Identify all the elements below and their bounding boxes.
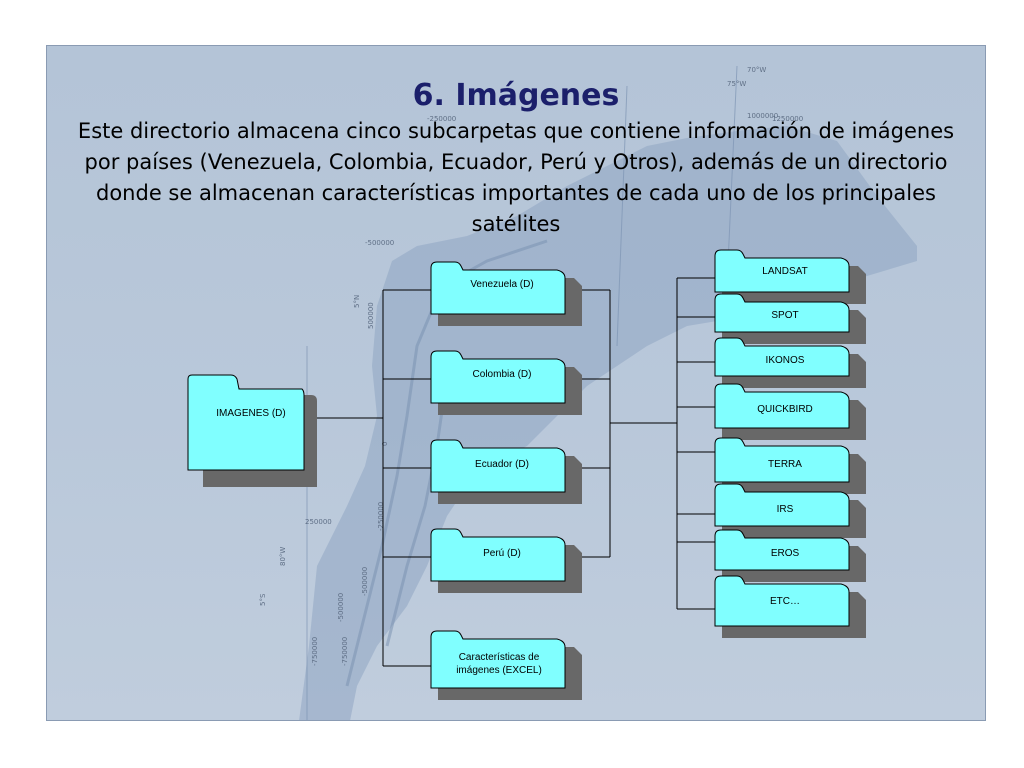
folder-landsat-label: LANDSAT xyxy=(762,266,807,277)
map-label: 5°S xyxy=(259,593,267,606)
map-label: -500000 xyxy=(337,593,345,622)
folder-landsat[interactable]: LANDSAT xyxy=(714,249,866,304)
folder-irs[interactable]: IRS xyxy=(714,483,866,538)
folder-imagenes[interactable]: IMAGENES (D) xyxy=(187,374,317,487)
folder-colombia-label: Colombia (D) xyxy=(473,369,532,380)
folder-eros-label: EROS xyxy=(771,548,800,559)
folder-ecuador[interactable]: Ecuador (D) xyxy=(430,439,582,504)
map-label: 5°N xyxy=(353,295,361,308)
map-label: 500000 xyxy=(367,302,375,329)
folder-caracteristicas-label-line1: Características de xyxy=(459,652,540,663)
folder-imagenes-label: IMAGENES (D) xyxy=(216,408,285,419)
folder-venezuela[interactable]: Venezuela (D) xyxy=(430,261,582,326)
folder-spot[interactable]: SPOT xyxy=(714,293,866,344)
map-ridges xyxy=(345,239,548,687)
map-label: 80°W xyxy=(279,547,287,566)
folder-peru-label: Perú (D) xyxy=(483,548,521,559)
map-label: 0 xyxy=(381,442,389,446)
folder-etc-label: ETC… xyxy=(770,596,800,607)
folder-venezuela-label: Venezuela (D) xyxy=(470,279,533,290)
folder-spot-label: SPOT xyxy=(771,310,798,321)
folder-ecuador-label: Ecuador (D) xyxy=(475,459,529,470)
folder-etc[interactable]: ETC… xyxy=(714,575,866,638)
map-label: 1000000 xyxy=(747,112,778,120)
map-label: 250000 xyxy=(305,518,332,526)
folder-ikonos[interactable]: IKONOS xyxy=(714,337,866,388)
map-label: -750000 xyxy=(341,637,349,666)
map-label: 1250000 xyxy=(772,115,803,123)
slide-title: 6. Imágenes xyxy=(412,78,620,113)
folder-peru[interactable]: Perú (D) xyxy=(430,528,582,593)
map-label: -250000 xyxy=(427,115,456,123)
folder-quickbird[interactable]: QUICKBIRD xyxy=(714,383,866,440)
folder-colombia[interactable]: Colombia (D) xyxy=(430,350,582,415)
folder-eros[interactable]: EROS xyxy=(714,529,866,582)
connector-lines xyxy=(309,277,715,667)
folder-irs-label: IRS xyxy=(777,504,794,515)
map-label: -750000 xyxy=(311,637,319,666)
folder-quickbird-label: QUICKBIRD xyxy=(757,404,813,415)
folder-caracteristicas-label-line2: imágenes (EXCEL) xyxy=(456,665,542,676)
map-label: -500000 xyxy=(365,239,394,247)
folder-caracteristicas[interactable]: Características de imágenes (EXCEL) xyxy=(430,630,582,700)
folder-tree-diagram: IMAGENES (D) Venezuela (D) Colombia (D) … xyxy=(187,249,866,700)
map-label: 75°W xyxy=(727,80,746,88)
folder-terra[interactable]: TERRA xyxy=(714,437,866,494)
map-label: 70°W xyxy=(747,66,766,74)
folder-ikonos-label: IKONOS xyxy=(766,355,805,366)
folder-terra-label: TERRA xyxy=(768,459,802,470)
map-label: -500000 xyxy=(361,567,369,596)
map-label: -250000 xyxy=(377,502,385,531)
slide-description: Este directorio almacena cinco subcarpet… xyxy=(77,119,955,236)
